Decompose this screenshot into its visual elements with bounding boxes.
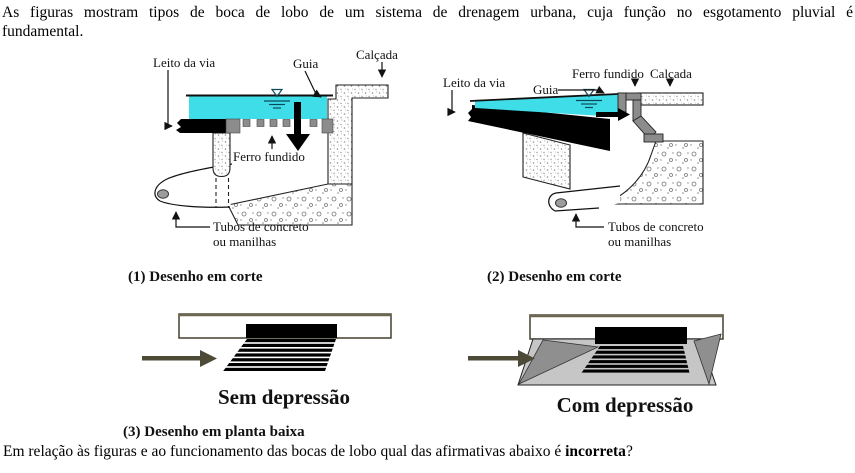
plan-sem-depressao: Sem depressão: [142, 313, 392, 409]
plan-com-depressao: Com depressão: [468, 314, 724, 417]
pipe-bottom-line: [159, 200, 231, 208]
grate-plan-left: [221, 339, 336, 371]
question-text: Em relação às figuras e ao funcionamento…: [3, 443, 853, 461]
caption-figure3: (3) Desenho em planta baixa: [123, 424, 305, 440]
left-wall: [212, 132, 231, 178]
chamber-base-slab: [227, 183, 353, 226]
question-suffix: ?: [625, 443, 633, 460]
inlet-opening-left: [246, 324, 337, 338]
pipe-top-line-fig2: [548, 185, 621, 212]
label-calcada-fig2: Calçada: [650, 66, 692, 81]
label-guia-fig2: Guia: [533, 82, 559, 97]
left-concrete-block: [522, 132, 571, 190]
depression-ramp-left: [518, 339, 600, 385]
road-pavement-fig1: [176, 119, 226, 133]
label-ferro-fundido: Ferro fundido: [233, 149, 305, 164]
leader-tubos: [171, 211, 210, 228]
leader-guia: [304, 70, 322, 98]
figure2-cross-section: Leito da via Guia Ferro fundido Calçada …: [443, 66, 704, 285]
sidewalk-slab-fig2: [637, 92, 704, 106]
label-tubos-1: Tubos de concreto: [213, 219, 309, 234]
flow-arrow-right: [596, 108, 630, 121]
figure3-plan-views: Sem depressão: [123, 313, 724, 440]
pipe-bottom-line-fig2: [554, 207, 600, 212]
label-tubos-2-fig2: ou manilhas: [608, 234, 671, 249]
iron-inlet-frame: [617, 92, 664, 143]
leader-tubos-fig2: [571, 213, 604, 228]
label-guia: Guia: [293, 56, 319, 71]
label-leito-da-via-fig2: Leito da via: [443, 75, 505, 90]
label-tubos-2: ou manilhas: [213, 234, 276, 249]
depression-ramp-right: [693, 333, 722, 386]
leader-leito-fig2: [447, 90, 456, 117]
leader-guia-fig2: [558, 85, 605, 94]
flow-arrow-plan-left: [142, 350, 217, 367]
intro-paragraph: As figuras mostram tipos de boca de lobo…: [2, 3, 853, 41]
caption-figure2: (2) Desenho em corte: [487, 269, 622, 285]
intro-line1: As figuras mostram tipos de boca de lobo…: [2, 4, 853, 21]
leader-leito: [164, 70, 173, 131]
question-emphasis: incorreta: [565, 443, 626, 460]
pipe-top-line: [154, 163, 233, 202]
caption-figure1: (1) Desenho em corte: [128, 269, 263, 285]
label-sem-depressao: Sem depressão: [218, 385, 350, 409]
curb-sidewalk-concrete: [327, 84, 389, 185]
right-concrete-block: [599, 140, 704, 205]
water-fig1: [189, 96, 327, 119]
grate-bars: [225, 118, 334, 134]
figure1-cross-section: Leito da via Guia Calçada Ferro fundido …: [128, 47, 398, 285]
inlet-opening-right: [595, 327, 687, 344]
pipe-body: [154, 164, 232, 208]
flow-arrow-down: [286, 102, 310, 151]
flow-arrow-plan-right: [468, 350, 535, 367]
pipe-mouth-fig2: [555, 198, 567, 208]
label-calcada: Calçada: [356, 47, 398, 62]
water-level-symbol-fig1: [264, 88, 290, 109]
label-tubos-1-fig2: Tubos de concreto: [608, 219, 704, 234]
question-prefix: Em relação às figuras e ao funcionamento…: [3, 443, 566, 460]
road-pavement-fig2: [468, 105, 610, 151]
label-ferro-fundido-fig2: Ferro fundido: [572, 66, 644, 81]
label-com-depressao: Com depressão: [557, 393, 694, 417]
grate-plan-right: [580, 346, 690, 373]
water-surface-line-fig2: [469, 93, 619, 102]
label-leito-da-via: Leito da via: [153, 55, 215, 70]
pipe-mouth: [157, 189, 169, 199]
intro-line2: fundamental.: [2, 23, 84, 40]
